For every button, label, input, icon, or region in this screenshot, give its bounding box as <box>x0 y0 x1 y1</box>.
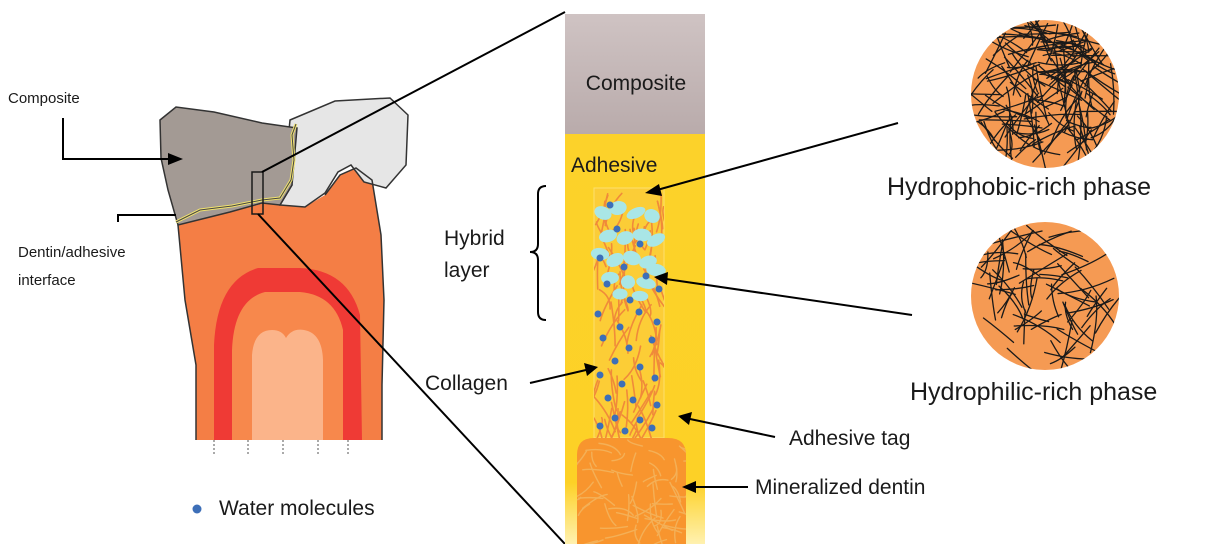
water-molecule <box>622 428 629 435</box>
hybrid-layer-bracket <box>530 186 546 320</box>
label-water-molecules: Water molecules <box>219 496 375 521</box>
water-molecule <box>597 255 604 262</box>
water-molecule <box>619 381 626 388</box>
water-molecule <box>627 297 634 304</box>
label-collagen: Collagen <box>425 371 508 396</box>
water-molecule <box>656 286 663 293</box>
label-hydrophilic: Hydrophilic-rich phase <box>910 378 1157 407</box>
water-molecule <box>649 425 656 432</box>
water-legend-dot <box>193 505 202 514</box>
water-molecule <box>604 281 611 288</box>
label-dentin-interface-1: Dentin/adhesive <box>18 244 126 262</box>
water-molecule <box>612 415 619 422</box>
hydrophilic-circle <box>958 222 1119 377</box>
phase-fiber <box>1038 72 1085 73</box>
water-molecule <box>597 372 604 379</box>
water-molecule <box>637 364 644 371</box>
pulp-inner <box>252 330 323 440</box>
water-molecule <box>654 402 661 409</box>
composite-arrow <box>63 118 170 159</box>
water-molecule <box>626 345 633 352</box>
water-molecule <box>597 423 604 430</box>
water-molecule <box>621 264 628 271</box>
label-composite: Composite <box>8 90 80 108</box>
water-molecule <box>636 309 643 316</box>
water-molecule <box>649 337 656 344</box>
water-molecule <box>643 273 650 280</box>
mineralized-dentin-block <box>577 438 686 544</box>
label-mineralized-dentin: Mineralized dentin <box>755 475 925 500</box>
water-molecule <box>630 397 637 404</box>
water-molecule <box>637 417 644 424</box>
label-composite-column: Composite <box>566 71 706 96</box>
label-adhesive-tag: Adhesive tag <box>789 426 910 451</box>
water-molecule <box>617 324 624 331</box>
water-molecule <box>654 319 661 326</box>
phase-fiber <box>971 94 1001 95</box>
water-molecule <box>637 241 644 248</box>
water-molecule <box>612 358 619 365</box>
interface-pointer <box>118 215 176 222</box>
water-molecule <box>600 335 607 342</box>
mineralized-fiber <box>579 498 603 499</box>
label-dentin-interface-2: interface <box>18 272 76 290</box>
water-molecule <box>605 395 612 402</box>
water-molecule <box>652 375 659 382</box>
water-molecule <box>614 226 621 233</box>
water-molecule <box>595 311 602 318</box>
hydrophobic-circle <box>961 9 1132 172</box>
label-hybrid-1: Hybrid <box>444 226 505 251</box>
label-hybrid-2: layer <box>444 258 490 283</box>
tooth-illustration <box>160 98 408 455</box>
water-molecule <box>607 202 614 209</box>
label-adhesive: Adhesive <box>571 153 657 178</box>
label-hydrophobic: Hydrophobic-rich phase <box>887 173 1151 202</box>
